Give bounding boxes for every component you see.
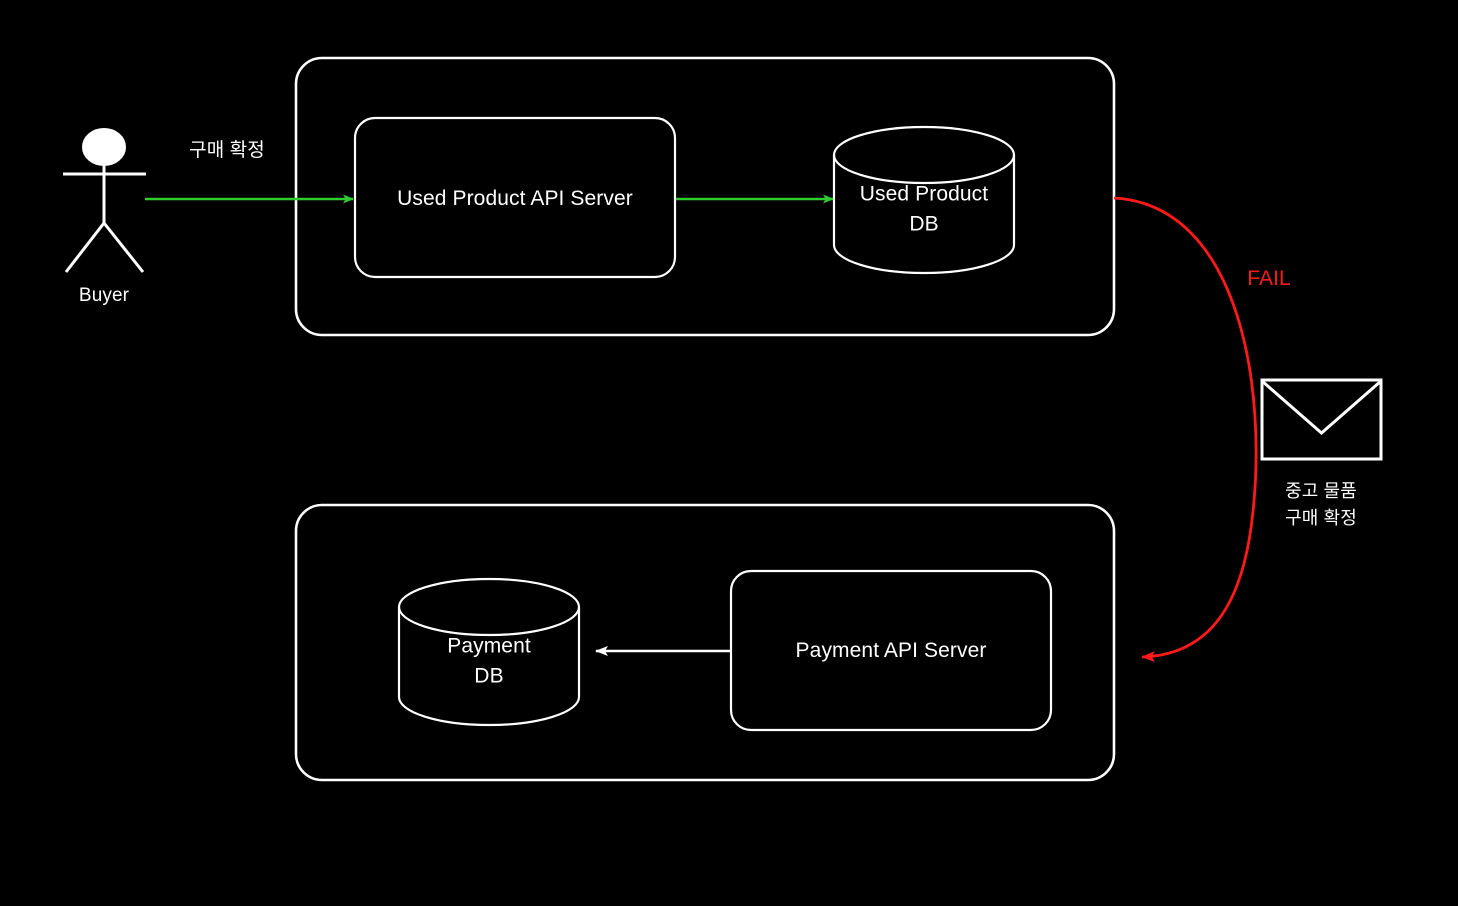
actor-label-buyer: Buyer bbox=[78, 285, 130, 307]
edge-fail-curve bbox=[1113, 196, 1258, 663]
annotation-label-line1: 중고 물품 bbox=[1285, 481, 1357, 501]
node-cylinder-used-product-db bbox=[832, 125, 1016, 275]
node-cylinder-payment-db bbox=[397, 577, 581, 727]
node-box-used-product-api-server bbox=[353, 116, 677, 279]
envelope-icon bbox=[1260, 378, 1383, 461]
group-box-payment-system bbox=[294, 503, 1116, 782]
node-label-payment-db-line2: DB bbox=[474, 665, 504, 688]
node-label-used-product-api-server: Used Product API Server bbox=[397, 186, 633, 210]
stick-figure-actor-icon bbox=[63, 128, 146, 273]
node-label-used-product-db-line1: Used Product bbox=[859, 182, 989, 206]
node-box-payment-api-server bbox=[729, 569, 1053, 732]
annotation-label-line2: 구매 확정 bbox=[1285, 508, 1357, 528]
node-label-payment-db-line1: Payment bbox=[447, 634, 531, 658]
node-label-payment-api-server: Payment API Server bbox=[795, 638, 987, 662]
node-label-used-product-db-line2: DB bbox=[909, 213, 939, 236]
edge-label-purchase-confirm: 구매 확정 bbox=[189, 140, 265, 162]
edge-label-fail: FAIL bbox=[1247, 266, 1291, 290]
group-box-used-product-system bbox=[294, 56, 1116, 337]
